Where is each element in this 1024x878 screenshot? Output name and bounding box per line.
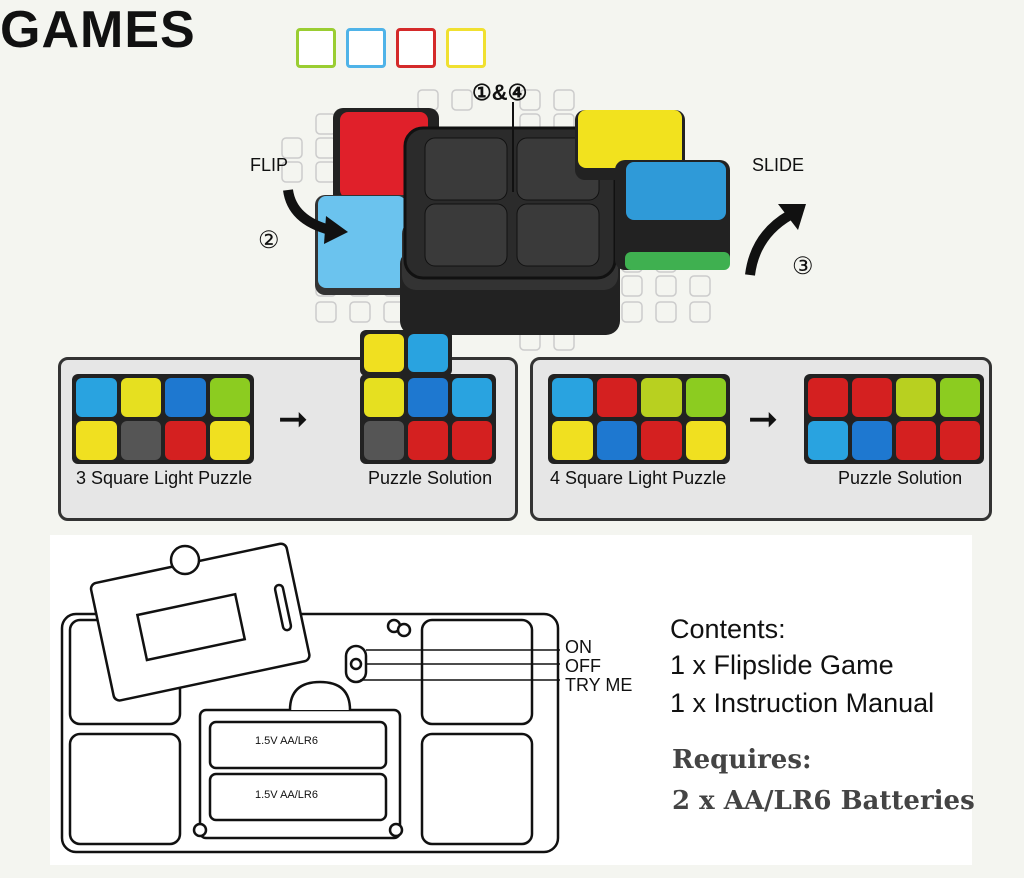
flip-label: FLIP (250, 155, 289, 175)
requires-line: 2 x AA/LR6 Batteries (672, 786, 975, 816)
puzzle-cell (120, 378, 161, 417)
solution-cell (364, 378, 404, 417)
arrow-icon: ➞ (748, 398, 779, 439)
contents-line-1: 1 x Flipslide Game (670, 650, 894, 680)
solution-cell (452, 378, 492, 417)
solution-cell (364, 421, 404, 460)
requires-heading: Requires: (672, 745, 812, 775)
device-back-diagram (60, 542, 560, 854)
puzzle-cell (120, 421, 161, 460)
solution-cell (896, 421, 936, 460)
flip-step-label: ② (258, 227, 280, 254)
puzzle-cell (596, 421, 637, 460)
solution-cell (808, 421, 848, 460)
four-square-puzzle-grid (548, 374, 730, 464)
three-square-solution-grid (360, 374, 496, 464)
four-square-puzzle-caption: 4 Square Light Puzzle (550, 468, 727, 488)
puzzle-cell (165, 378, 206, 417)
contents-line-2: 1 x Instruction Manual (670, 688, 935, 718)
solution-cell (408, 334, 448, 372)
battery-label: 1.5V AA/LR6 (255, 735, 318, 747)
puzzle-cell (165, 421, 206, 460)
puzzle-cell (209, 421, 250, 460)
battery-label: 1.5V AA/LR6 (255, 789, 318, 801)
solution-cell (364, 334, 404, 372)
solution-cell (940, 378, 980, 417)
contents-heading: Contents: (670, 614, 786, 644)
switch-off-label: OFF (565, 656, 601, 676)
switch-tryme-label: TRY ME (565, 675, 633, 695)
puzzle-cell (76, 421, 117, 460)
solution-cell (852, 378, 892, 417)
flipslide-illustration (281, 89, 806, 351)
three-square-puzzle-caption: 3 Square Light Puzzle (76, 468, 253, 488)
solution-cell (808, 378, 848, 417)
blue-swatch (346, 28, 386, 68)
slide-step-label: ③ (792, 253, 814, 280)
yellow-swatch (446, 28, 486, 68)
puzzle-cell (552, 378, 593, 417)
three-square-puzzle-grid (72, 374, 254, 464)
slide-label: SLIDE (752, 155, 805, 175)
solution-cell (452, 421, 492, 460)
puzzle-cell (685, 378, 726, 417)
puzzle-cell (641, 378, 682, 417)
step-1-4-label: ①&④ (472, 80, 528, 105)
puzzle-cell (641, 421, 682, 460)
red-swatch (396, 28, 436, 68)
solution-cell (896, 378, 936, 417)
arrow-icon: ➞ (278, 398, 309, 439)
puzzle-cell (76, 378, 117, 417)
solution-cell (852, 421, 892, 460)
solution-cell (408, 378, 448, 417)
three-square-solution-top (360, 330, 452, 376)
solution-cell (408, 421, 448, 460)
games-title: GAMES (0, 1, 196, 59)
switch-on-label: ON (565, 637, 592, 657)
puzzle-cell (596, 378, 637, 417)
four-square-solution-grid (804, 374, 984, 464)
puzzle-cell (552, 421, 593, 460)
green-swatch (296, 28, 336, 68)
solution-cell (940, 421, 980, 460)
four-square-solution-caption: Puzzle Solution (838, 468, 963, 488)
three-square-solution-caption: Puzzle Solution (368, 468, 493, 488)
puzzle-cell (209, 378, 250, 417)
puzzle-cell (685, 421, 726, 460)
